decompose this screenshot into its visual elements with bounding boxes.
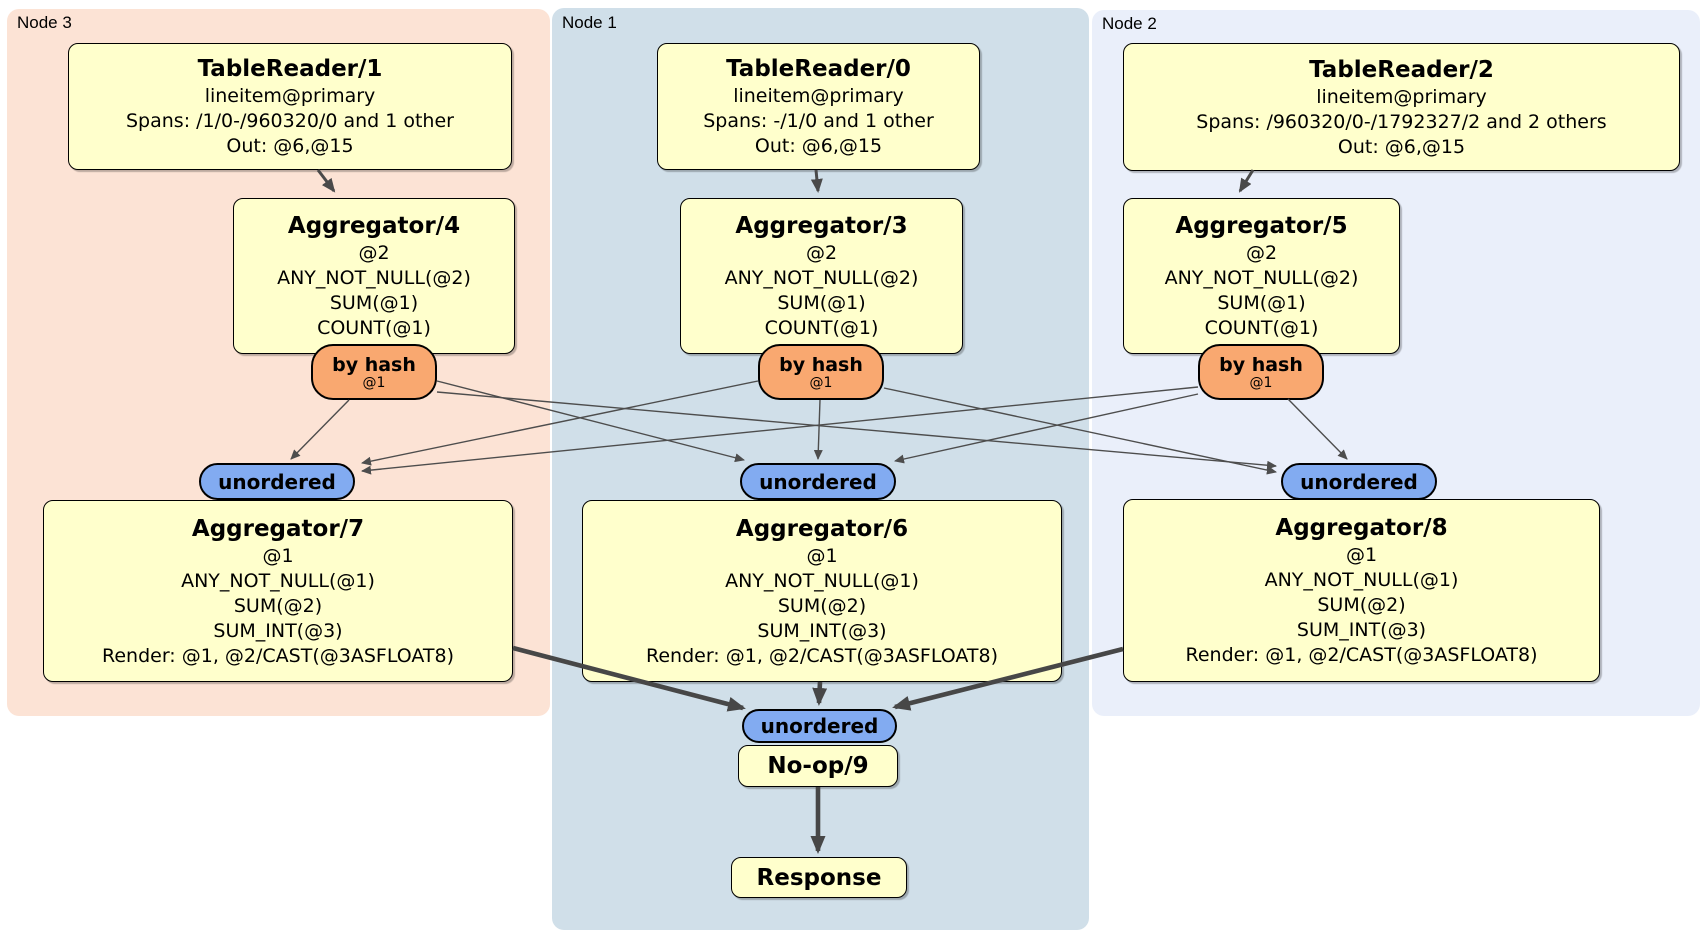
plan-node-noop-9: No-op/9	[738, 745, 898, 787]
node-detail: SUM_INT(@3)	[757, 619, 887, 642]
node-title: TableReader/2	[1309, 56, 1494, 83]
plan-node-tablereader-1: TableReader/1 lineitem@primary Spans: /1…	[68, 43, 512, 170]
sync-unordered-left: unordered	[199, 463, 355, 500]
plan-node-tablereader-0: TableReader/0 lineitem@primary Spans: -/…	[657, 43, 980, 170]
region-node2-label: Node 2	[1102, 14, 1157, 33]
node-detail: SUM_INT(@3)	[213, 619, 343, 642]
node-detail: @2	[805, 242, 838, 264]
node-detail: COUNT(@1)	[764, 317, 879, 339]
node-detail: SUM_INT(@3)	[1296, 619, 1427, 641]
node-detail: Render: @1, @2/CAST(@3ASFLOAT8)	[646, 644, 998, 667]
node-title: Response	[756, 864, 882, 891]
sync-label: unordered	[760, 714, 879, 738]
router-by-hash-middle: by hash @1	[758, 344, 884, 400]
router-key: @1	[809, 374, 833, 391]
router-key: @1	[362, 374, 386, 391]
plan-node-aggregator-4: Aggregator/4 @2 ANY_NOT_NULL(@2) SUM(@1)…	[233, 198, 515, 354]
node-title: Aggregator/3	[735, 213, 908, 239]
node-detail: ANY_NOT_NULL(@2)	[724, 267, 919, 289]
node-detail: lineitem@primary	[1316, 85, 1487, 108]
plan-node-aggregator-3: Aggregator/3 @2 ANY_NOT_NULL(@2) SUM(@1)…	[680, 198, 963, 354]
router-label: by hash	[1219, 353, 1303, 376]
node-title: TableReader/1	[197, 56, 383, 82]
node-detail: ANY_NOT_NULL(@1)	[181, 569, 375, 592]
plan-node-aggregator-8: Aggregator/8 @1 ANY_NOT_NULL(@1) SUM(@2)…	[1123, 499, 1600, 682]
node-title: No-op/9	[767, 753, 869, 779]
node-detail: COUNT(@1)	[317, 317, 431, 339]
router-by-hash-right: by hash @1	[1198, 344, 1324, 400]
node-detail: Render: @1, @2/CAST(@3ASFLOAT8)	[102, 644, 454, 667]
node-detail: ANY_NOT_NULL(@1)	[1264, 569, 1459, 591]
sync-unordered-bottom: unordered	[742, 709, 897, 743]
plan-node-response: Response	[731, 857, 907, 898]
plan-node-aggregator-7: Aggregator/7 @1 ANY_NOT_NULL(@1) SUM(@2)…	[43, 500, 513, 682]
node-detail: Render: @1, @2/CAST(@3ASFLOAT8)	[1185, 644, 1538, 666]
node-detail: Out: @6,@15	[1337, 135, 1466, 158]
region-node1-label: Node 1	[562, 13, 617, 32]
node-detail: @2	[1245, 242, 1278, 264]
node-title: Aggregator/6	[735, 515, 909, 542]
plan-node-tablereader-2: TableReader/2 lineitem@primary Spans: /9…	[1123, 43, 1680, 171]
node-detail: SUM(@1)	[329, 292, 419, 314]
node-detail: lineitem@primary	[733, 85, 904, 107]
sync-unordered-middle: unordered	[740, 463, 896, 500]
node-detail: lineitem@primary	[204, 85, 376, 107]
node-title: TableReader/0	[726, 56, 911, 82]
node-detail: SUM(@1)	[1217, 292, 1306, 314]
node-detail: Spans: /1/0-/960320/0 and 1 other	[126, 110, 454, 132]
node-detail: SUM(@1)	[777, 292, 866, 314]
sync-unordered-right: unordered	[1281, 463, 1437, 500]
node-detail: ANY_NOT_NULL(@1)	[725, 569, 919, 592]
node-detail: SUM(@2)	[233, 594, 323, 617]
node-detail: Spans: -/1/0 and 1 other	[703, 110, 934, 132]
plan-node-aggregator-5: Aggregator/5 @2 ANY_NOT_NULL(@2) SUM(@1)…	[1123, 198, 1400, 354]
node-detail: SUM(@2)	[777, 594, 867, 617]
router-key: @1	[1249, 374, 1273, 391]
node-title: Aggregator/5	[1175, 213, 1348, 239]
router-label: by hash	[332, 353, 416, 376]
node-detail: @2	[358, 242, 390, 264]
node-detail: SUM(@2)	[1317, 594, 1406, 616]
sync-label: unordered	[759, 469, 877, 494]
node-detail: Spans: /960320/0-/1792327/2 and 2 others	[1196, 110, 1607, 133]
node-title: Aggregator/8	[1275, 515, 1448, 541]
node-detail: ANY_NOT_NULL(@2)	[1164, 267, 1359, 289]
router-label: by hash	[779, 353, 863, 376]
sync-label: unordered	[218, 469, 336, 494]
node-detail: COUNT(@1)	[1204, 317, 1319, 339]
node-detail: Out: @6,@15	[754, 135, 883, 157]
plan-node-aggregator-6: Aggregator/6 @1 ANY_NOT_NULL(@1) SUM(@2)…	[582, 500, 1062, 682]
node-detail: ANY_NOT_NULL(@2)	[277, 267, 471, 289]
node-detail: @1	[262, 544, 294, 567]
node-title: Aggregator/7	[191, 515, 365, 542]
node-detail: @1	[806, 544, 838, 567]
node-title: Aggregator/4	[287, 213, 461, 239]
sync-label: unordered	[1300, 469, 1418, 494]
node-detail: Out: @6,@15	[226, 135, 354, 157]
region-node3-label: Node 3	[17, 13, 72, 32]
node-detail: @1	[1345, 544, 1378, 566]
router-by-hash-left: by hash @1	[311, 344, 437, 400]
